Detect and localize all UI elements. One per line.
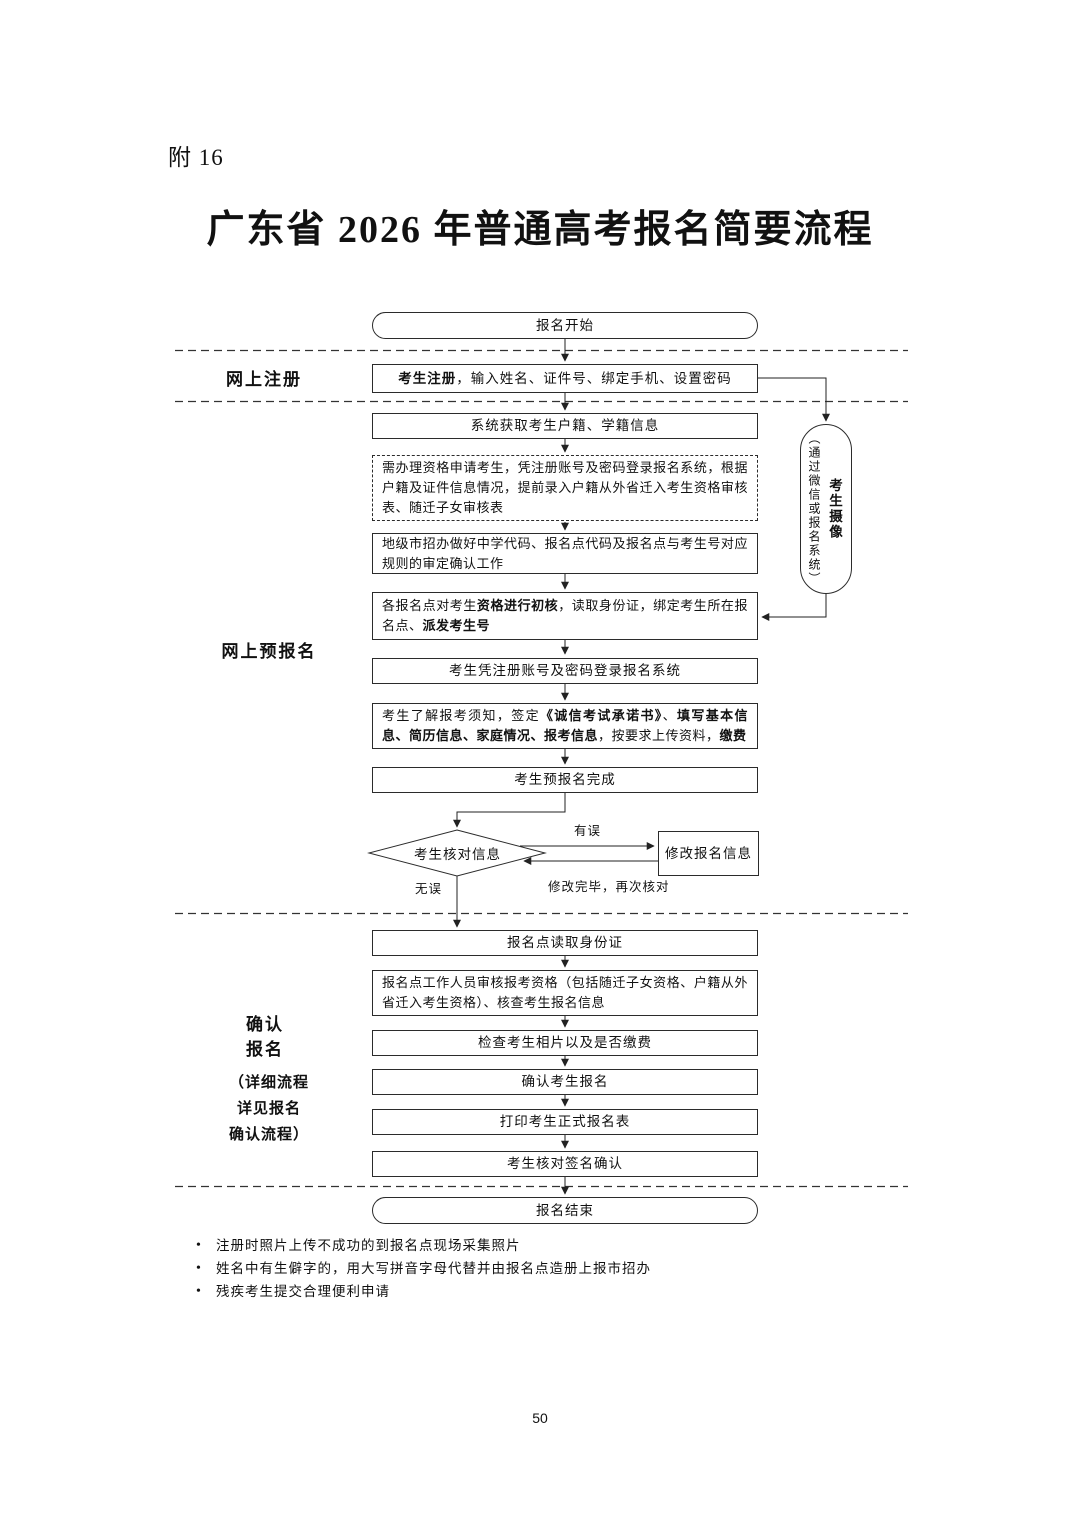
city-confirm-text: 地级市招办做好中学代码、报名点代码及报名点与考生号对应规则的审定确认工作 <box>382 535 748 571</box>
edge-label-no-error: 无误 <box>415 882 443 896</box>
flow-city-confirm-step: 地级市招办做好中学代码、报名点代码及报名点与考生号对应规则的审定确认工作 <box>372 533 758 574</box>
connector-camera-to-sitecheck <box>761 594 827 621</box>
bullet-icon: • <box>196 1284 202 1299</box>
arrow-done-to-verify <box>453 793 566 828</box>
flow-preregister-done-step: 考生预报名完成 <box>372 767 758 793</box>
bullet-icon: • <box>196 1261 202 1276</box>
site-initial-check-text: 各报名点对考生资格进行初核，读取身份证，绑定考生所在报名点、派发考生号 <box>382 598 748 633</box>
section-label-confirm: 确认 报名 <box>230 1012 300 1062</box>
flow-site-initial-check-step: 各报名点对考生资格进行初核，读取身份证，绑定考生所在报名点、派发考生号 <box>372 592 758 640</box>
footnote-item: • 残疾考生提交合理便利申请 <box>196 1284 651 1300</box>
flow-camera-step: 考生摄像 （通过微信或报名系统） <box>800 424 852 594</box>
footnote-text: 注册时照片上传不成功的到报名点现场采集照片 <box>216 1238 521 1253</box>
confirm-note-line3: 确认流程） <box>228 1127 309 1143</box>
footnote-text: 残疾考生提交合理便利申请 <box>216 1284 390 1299</box>
flow-sign-confirm-step: 考生核对签名确认 <box>372 1151 758 1177</box>
flow-fill-info-step: 考生了解报考须知，签定《诚信考试承诺书》、填写基本信息、简历信息、家庭情况、报考… <box>372 703 758 749</box>
section-label-confirm-note: （详细流程 详见报名 确认流程） <box>214 1070 324 1148</box>
camera-step-note: （通过微信或报名系统） <box>807 432 821 586</box>
appendix-label: 附 16 <box>168 145 224 170</box>
flow-modify-info-step: 修改报名信息 <box>658 831 759 876</box>
flow-login-step: 考生凭注册账号及密码登录报名系统 <box>372 658 758 684</box>
flow-end-node: 报名结束 <box>372 1197 758 1224</box>
edge-label-recheck: 修改完毕，再次核对 <box>548 880 670 894</box>
bullet-icon: • <box>196 1238 202 1253</box>
flow-start-node: 报名开始 <box>372 312 758 339</box>
footnote-item: • 姓名中有生僻字的，用大写拼音字母代替并由报名点造册上报市招办 <box>196 1261 651 1277</box>
flow-print-form-step: 打印考生正式报名表 <box>372 1109 758 1135</box>
footnote-item: • 注册时照片上传不成功的到报名点现场采集照片 <box>196 1238 651 1254</box>
section-label-confirm-line1: 确认 <box>246 1015 284 1034</box>
flow-check-photo-fee-step: 检查考生相片以及是否缴费 <box>372 1030 758 1056</box>
staff-review-text: 报名点工作人员审核报考资格（包括随迁子女资格、户籍从外省迁入考生资格）、核查考生… <box>382 975 748 1010</box>
flow-qualification-apply-step: 需办理资格申请考生，凭注册账号及密码登录报名系统，根据户籍及证件信息情况，提前录… <box>372 455 758 521</box>
confirm-note-line1: （详细流程 <box>228 1075 309 1091</box>
fill-info-text: 考生了解报考须知，签定《诚信考试承诺书》、填写基本信息、简历信息、家庭情况、报考… <box>382 708 748 743</box>
camera-step-label: 考生摄像 <box>827 478 842 540</box>
decision-diamond-shape <box>367 829 547 877</box>
flow-verify-decision: 考生核对信息 <box>414 847 501 862</box>
flow-read-id-step: 报名点读取身份证 <box>372 930 758 956</box>
page-title: 广东省 2026 年普通高考报名简要流程 <box>206 209 874 251</box>
footnote-text: 姓名中有生僻字的，用大写拼音字母代替并由报名点造册上报市招办 <box>216 1261 651 1276</box>
flow-confirm-register-step: 确认考生报名 <box>372 1069 758 1095</box>
section-label-online-preregister: 网上预报名 <box>221 642 317 661</box>
footnotes: • 注册时照片上传不成功的到报名点现场采集照片 • 姓名中有生僻字的，用大写拼音… <box>196 1238 651 1307</box>
confirm-note-line2: 详见报名 <box>236 1101 301 1117</box>
section-label-confirm-line2: 报名 <box>246 1040 284 1059</box>
flow-register-step: 考生注册，输入姓名、证件号、绑定手机、设置密码 <box>372 364 758 393</box>
page-number: 50 <box>532 1410 548 1426</box>
section-label-online-register: 网上注册 <box>226 370 302 389</box>
connector-register-to-camera <box>758 377 830 422</box>
flow-system-fetch-step: 系统获取考生户籍、学籍信息 <box>372 413 758 439</box>
flow-staff-review-step: 报名点工作人员审核报考资格（包括随迁子女资格、户籍从外省迁入考生资格）、核查考生… <box>372 970 758 1016</box>
qualification-apply-text: 需办理资格申请考生，凭注册账号及密码登录报名系统，根据户籍及证件信息情况，提前录… <box>382 460 748 515</box>
edge-label-has-error: 有误 <box>574 824 602 838</box>
